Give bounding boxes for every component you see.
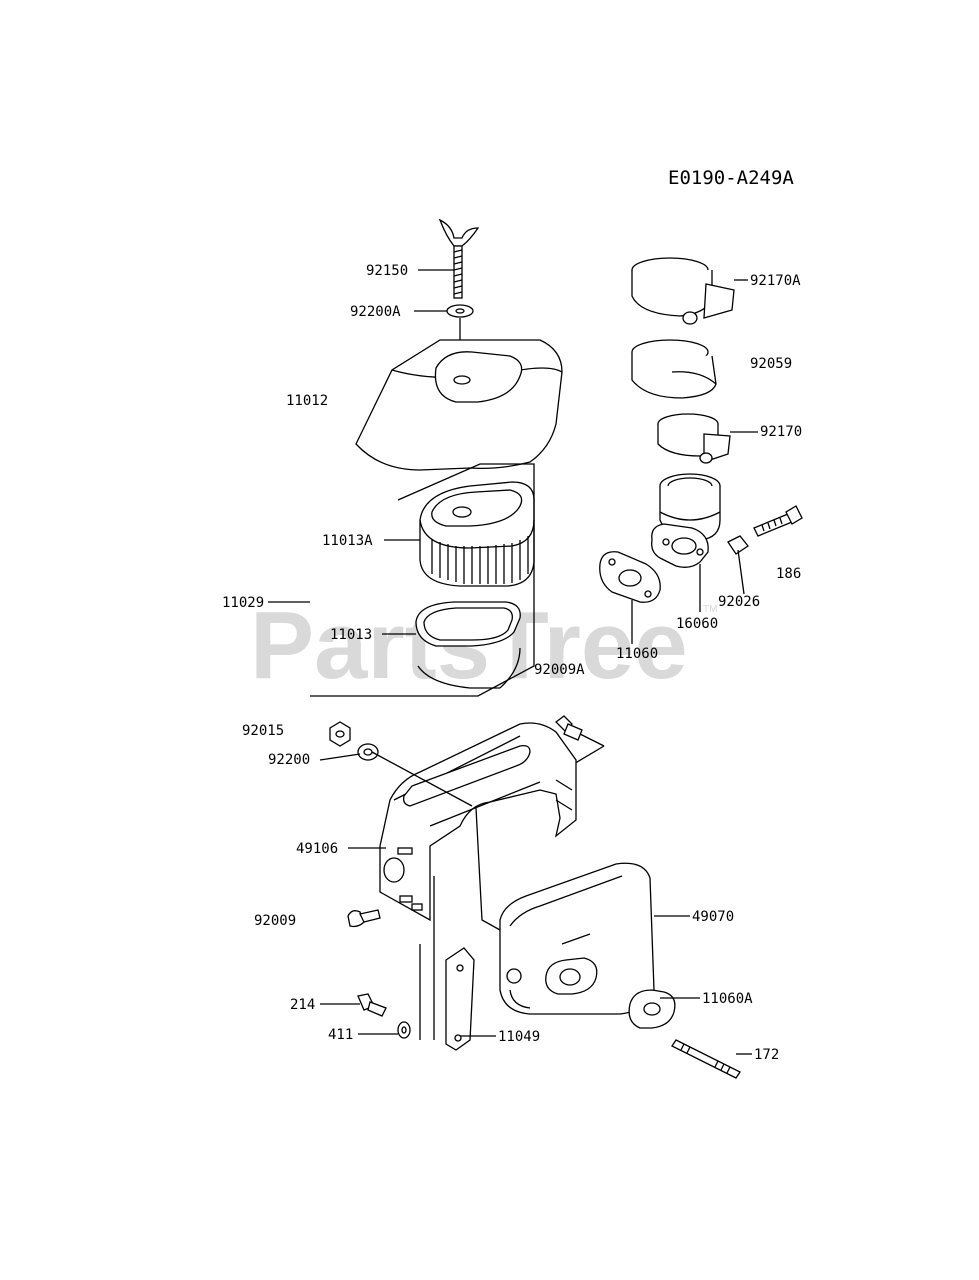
label-411[interactable]: 411	[328, 1027, 353, 1043]
label-92170[interactable]: 92170	[760, 424, 802, 440]
label-92150[interactable]: 92150	[366, 263, 408, 279]
label-92009A[interactable]: 92009A	[534, 662, 585, 678]
part-11060-gasket[interactable]	[599, 551, 661, 603]
label-92200[interactable]: 92200	[268, 752, 310, 768]
part-411-washer[interactable]	[397, 1021, 411, 1039]
label-186[interactable]: 186	[776, 566, 801, 582]
leader-lines	[268, 269, 758, 1055]
part-92059-tube[interactable]	[631, 339, 717, 399]
label-11029[interactable]: 11029	[222, 595, 264, 611]
label-11013[interactable]: 11013	[330, 627, 372, 643]
part-92200-washer[interactable]	[357, 743, 379, 761]
label-172[interactable]: 172	[754, 1047, 779, 1063]
part-bolt-top[interactable]	[555, 715, 583, 741]
part-92009-screw[interactable]	[347, 909, 381, 928]
label-49106[interactable]: 49106	[296, 841, 338, 857]
part-11012-cover[interactable]	[355, 339, 563, 471]
diagram-code: E0190-A249A	[668, 167, 794, 189]
guide-line-muffler	[475, 807, 501, 931]
label-92026[interactable]: 92026	[718, 594, 760, 610]
part-11013-ring[interactable]	[415, 601, 521, 647]
part-92170-clamp[interactable]	[657, 413, 731, 464]
part-92009A-base[interactable]	[417, 647, 521, 689]
part-11013A-filter-element[interactable]	[419, 481, 535, 587]
part-49070-muffler[interactable]	[499, 862, 655, 1015]
part-16060-body[interactable]	[651, 473, 721, 568]
part-92026-spacer[interactable]	[727, 535, 749, 555]
part-11049-bracket[interactable]	[445, 947, 475, 1051]
watermark-tm: TM	[703, 604, 717, 615]
label-92200A[interactable]: 92200A	[350, 304, 401, 320]
label-11049[interactable]: 11049	[498, 1029, 540, 1045]
label-92059[interactable]: 92059	[750, 356, 792, 372]
guide-line-washer	[371, 751, 473, 807]
label-214[interactable]: 214	[290, 997, 315, 1013]
part-92150-wing-bolt[interactable]	[438, 218, 480, 299]
part-11060A-gasket[interactable]	[628, 989, 676, 1029]
part-92015-nut[interactable]	[329, 721, 351, 747]
part-172-stud[interactable]	[671, 1039, 741, 1079]
part-92200A-washer[interactable]	[446, 304, 474, 318]
label-16060[interactable]: 16060	[676, 616, 718, 632]
label-92015[interactable]: 92015	[242, 723, 284, 739]
label-11013A[interactable]: 11013A	[322, 533, 373, 549]
label-11012[interactable]: 11012	[286, 393, 328, 409]
assembly-bracket-11029	[310, 463, 535, 697]
label-49070[interactable]: 49070	[692, 909, 734, 925]
guide-lines	[419, 876, 435, 1040]
part-214-screw[interactable]	[357, 993, 387, 1017]
part-186-bolt[interactable]	[753, 505, 803, 537]
label-11060[interactable]: 11060	[616, 646, 658, 662]
label-92009[interactable]: 92009	[254, 913, 296, 929]
part-49106-muffler-cover[interactable]	[379, 722, 577, 922]
part-92170A-clamp[interactable]	[631, 257, 735, 325]
label-92170A[interactable]: 92170A	[750, 273, 801, 289]
label-11060A[interactable]: 11060A	[702, 991, 753, 1007]
